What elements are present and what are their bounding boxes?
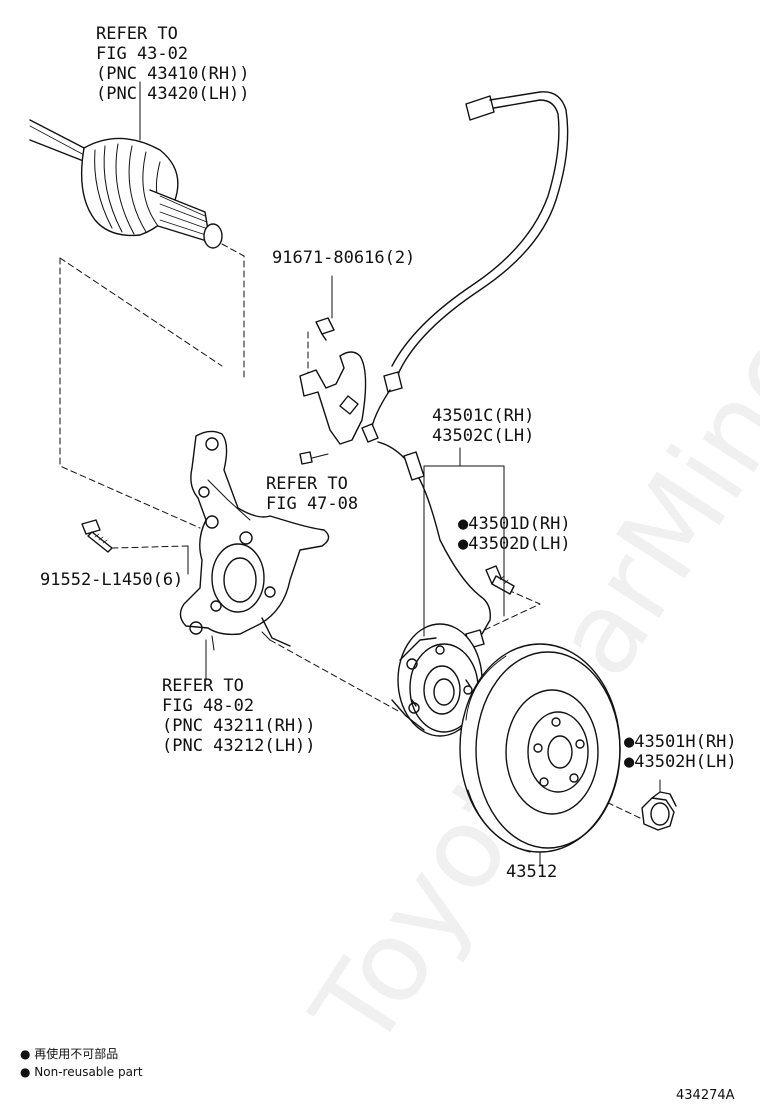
speed-sensor (299, 91, 569, 649)
nut-43501h-label-rh: ●43501H(RH) (624, 732, 737, 752)
sensor-43501c-label-rh: 43501C(RH) (432, 406, 535, 426)
legend-jp: ● 再使用不可部品 (20, 1047, 119, 1061)
driveshaft-ref-line2: FIG 43-02 (96, 44, 189, 64)
legend-en: ● Non-reusable part (20, 1065, 143, 1079)
knuckle-bolt-ref-line1: REFER TO (266, 474, 348, 494)
bolt-91671 (315, 275, 335, 341)
drive-shaft (29, 81, 223, 249)
knuckle-ref-line2: FIG 48-02 (162, 696, 255, 716)
nut-43502h-label-lh: ●43502H(LH) (624, 752, 737, 772)
bolt-91671-label: 91671-80616(2) (272, 248, 416, 268)
driveshaft-ref-line1: REFER TO (96, 24, 178, 44)
hub-bolt-43501d (485, 565, 515, 595)
driveshaft-ref-line3: (PNC 43410(RH)) (96, 64, 250, 84)
figure-id: 434274A (676, 1088, 735, 1103)
knuckle-ref-line1: REFER TO (162, 676, 244, 696)
disc-43512-label: 43512 (506, 862, 558, 882)
steering-knuckle (179, 430, 330, 651)
hub-bearing (391, 623, 483, 737)
bolt-91552 (81, 519, 113, 553)
knuckle-bolt-ref-line2: FIG 47-08 (266, 494, 359, 514)
sensor-43502c-label-lh: 43502C(LH) (432, 426, 535, 446)
hub-bolt-43501d-label-rh: ●43501D(RH) (458, 514, 571, 534)
bolt-91552-label: 91552-L1450(6) (40, 570, 184, 590)
brake-disc (459, 643, 621, 867)
driveshaft-ref-line4: (PNC 43420(LH)) (96, 84, 250, 104)
knuckle-ref-line4: (PNC 43212(LH)) (162, 736, 316, 756)
hub-nut-43501h (641, 779, 677, 831)
leader-lines (187, 447, 505, 681)
knuckle-ref-line3: (PNC 43211(RH)) (162, 716, 316, 736)
hub-bolt-43502d-label-lh: ●43502D(LH) (458, 534, 571, 554)
